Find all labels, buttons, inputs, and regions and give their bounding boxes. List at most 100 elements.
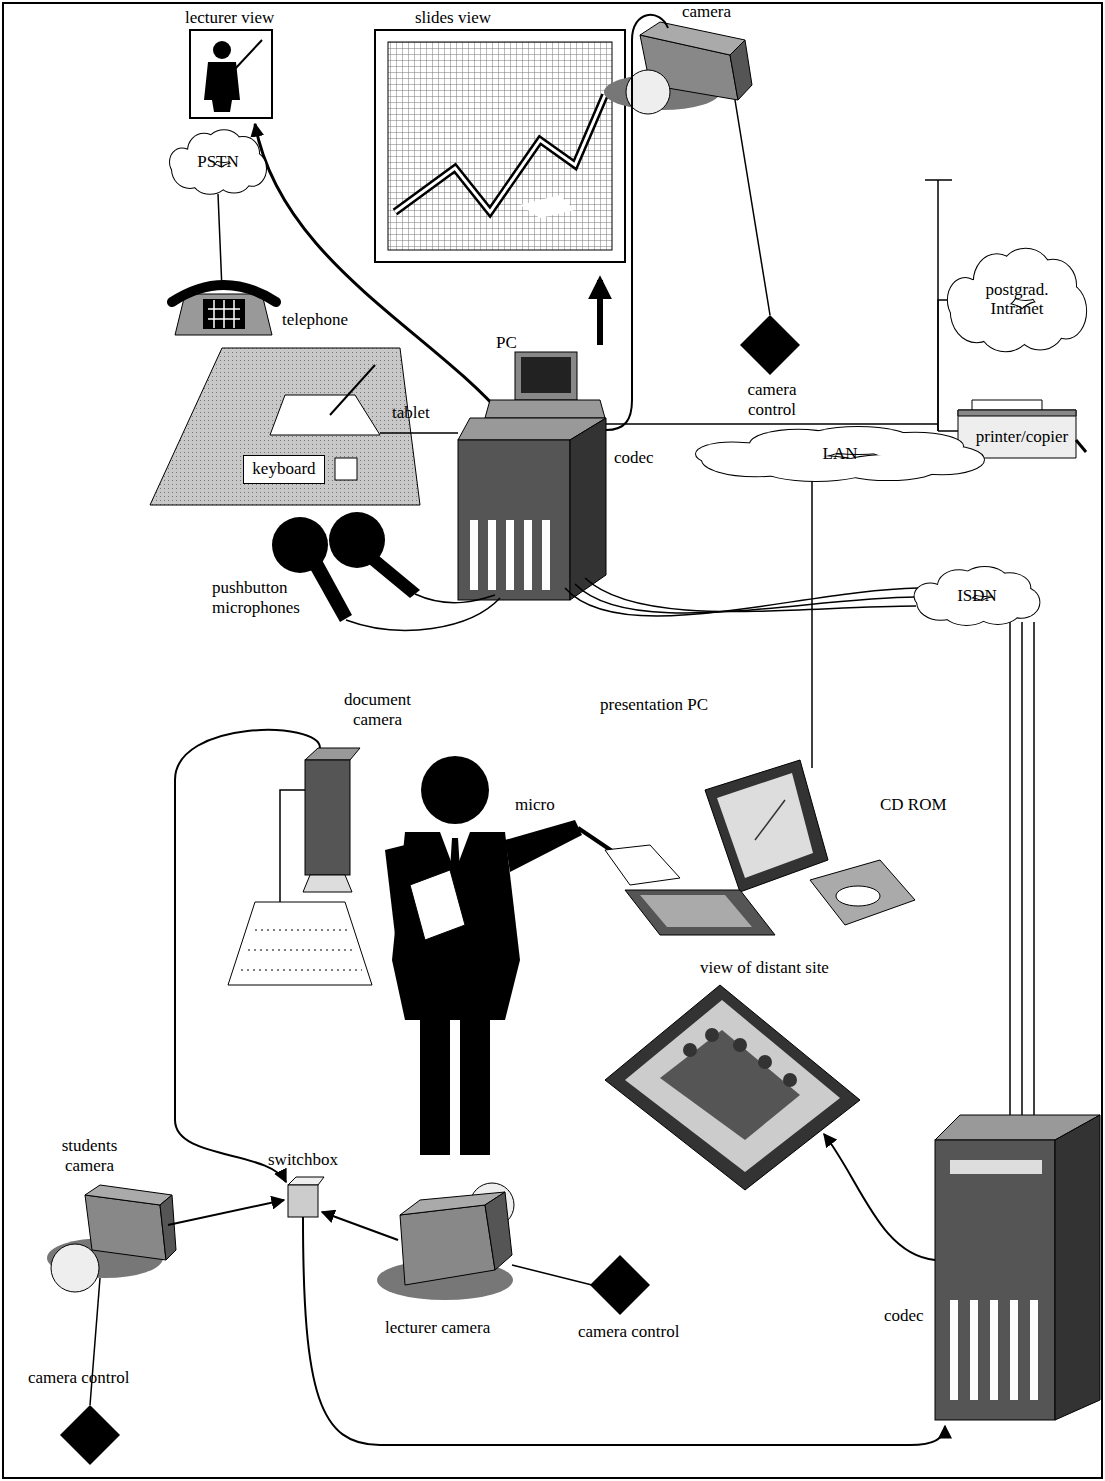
- art-shape: [606, 15, 668, 430]
- art-shape: [824, 1134, 935, 1260]
- art-shape: [305, 748, 360, 760]
- part-label: PC: [496, 333, 517, 353]
- art-shape: [364, 556, 420, 598]
- art-shape: [168, 1200, 284, 1225]
- art-shape: [515, 352, 577, 400]
- part-label: presentation PC: [600, 695, 708, 715]
- node-text: PSTN: [197, 153, 239, 172]
- art-shape: [597, 280, 603, 345]
- art-shape: [730, 40, 752, 100]
- cloud-lobe: [948, 278, 983, 322]
- art-shape: [234, 40, 262, 70]
- node-text-group: PSTN: [197, 153, 239, 172]
- art-shape: [85, 1185, 172, 1205]
- part-label: pushbutton microphones: [212, 578, 304, 617]
- part-label: camera control: [736, 380, 808, 419]
- art-shape: [460, 1018, 490, 1155]
- art-shape: [640, 22, 745, 55]
- art-shape: [255, 930, 350, 931]
- intranet-cloud: postgrad. Intranet: [945, 245, 1089, 355]
- art-shape: [85, 1195, 166, 1260]
- node-text-group: ISDN: [957, 587, 997, 606]
- art-shape: [606, 423, 938, 425]
- art-shape: [485, 400, 605, 418]
- art-shape: [3, 3, 1102, 1478]
- art-shape: [758, 1055, 772, 1069]
- art-shape: [660, 1030, 800, 1140]
- art-shape: [705, 1028, 719, 1042]
- isdn-cloud: ISDN: [912, 565, 1042, 627]
- art-shape: [950, 1160, 1042, 1174]
- part-label: view of distant site: [700, 958, 829, 978]
- art-shape: [925, 179, 952, 181]
- art-shape: [288, 1177, 324, 1185]
- art-shape: [524, 520, 532, 590]
- cloud-lobe: [696, 442, 768, 465]
- art-shape: [740, 315, 800, 375]
- art-shape: [542, 520, 550, 590]
- art-shape: [783, 1073, 797, 1087]
- art-shape: [705, 760, 828, 892]
- art-shape: [175, 730, 320, 1182]
- art-shape: [400, 1205, 495, 1285]
- art-shape: [755, 800, 785, 840]
- art-shape: [330, 365, 375, 415]
- art-shape: [421, 756, 489, 824]
- part-label: slides view: [415, 8, 491, 28]
- part-label: switchbox: [268, 1150, 338, 1170]
- art-shape: [590, 1255, 650, 1315]
- art-shape: [570, 418, 606, 600]
- part-label: document camera: [335, 690, 420, 729]
- art-shape: [208, 300, 240, 328]
- art-shape: [1021, 622, 1023, 1120]
- art-shape: [288, 1185, 318, 1217]
- art-shape: [485, 1192, 512, 1270]
- part-label: codec: [614, 448, 654, 468]
- art-shape: [683, 1043, 697, 1057]
- art-shape: [280, 790, 305, 905]
- cloud-lobe: [915, 584, 946, 609]
- art-shape: [1010, 1300, 1018, 1400]
- art-shape: [950, 1300, 958, 1400]
- art-shape: [415, 594, 495, 603]
- art-shape: [1055, 1115, 1100, 1420]
- node-text: LAN: [823, 445, 858, 464]
- art-shape: [935, 1140, 1055, 1420]
- cloud-lobe: [170, 148, 194, 175]
- art-shape: [420, 1018, 450, 1155]
- part-label: camera control: [28, 1368, 129, 1388]
- art-shape: [575, 584, 916, 613]
- network-link: [938, 430, 959, 432]
- art-shape: [521, 357, 571, 393]
- part-label: CD ROM: [880, 795, 947, 815]
- art-shape: [585, 578, 916, 612]
- art-shape: [625, 1000, 840, 1172]
- art-shape: [605, 985, 860, 1190]
- art-shape: [458, 440, 570, 600]
- part-label: camera control: [578, 1322, 679, 1342]
- art-shape: [305, 760, 350, 875]
- art-shape: [160, 1195, 176, 1260]
- node-text: printer/copier: [976, 428, 1069, 447]
- art-shape: [410, 870, 465, 940]
- printer-part: [1076, 440, 1086, 452]
- art-shape: [175, 294, 272, 335]
- art-shape: [241, 970, 362, 971]
- art-shape: [512, 1265, 592, 1285]
- node-text: keyboard: [252, 460, 315, 479]
- art-shape: [308, 560, 352, 622]
- node-text-group: LAN: [823, 445, 858, 464]
- node-text-group: keyboard: [252, 460, 315, 479]
- art-shape: [60, 1405, 120, 1465]
- lan-cloud: LAN: [690, 425, 990, 483]
- art-shape: [303, 875, 352, 892]
- art-shape: [717, 773, 813, 878]
- art-shape: [51, 1244, 99, 1292]
- art-shape: [395, 95, 605, 212]
- art-shape: [640, 895, 752, 927]
- art-shape: [625, 890, 775, 935]
- art-shape: [450, 838, 460, 876]
- cloud-lobe: [696, 442, 768, 465]
